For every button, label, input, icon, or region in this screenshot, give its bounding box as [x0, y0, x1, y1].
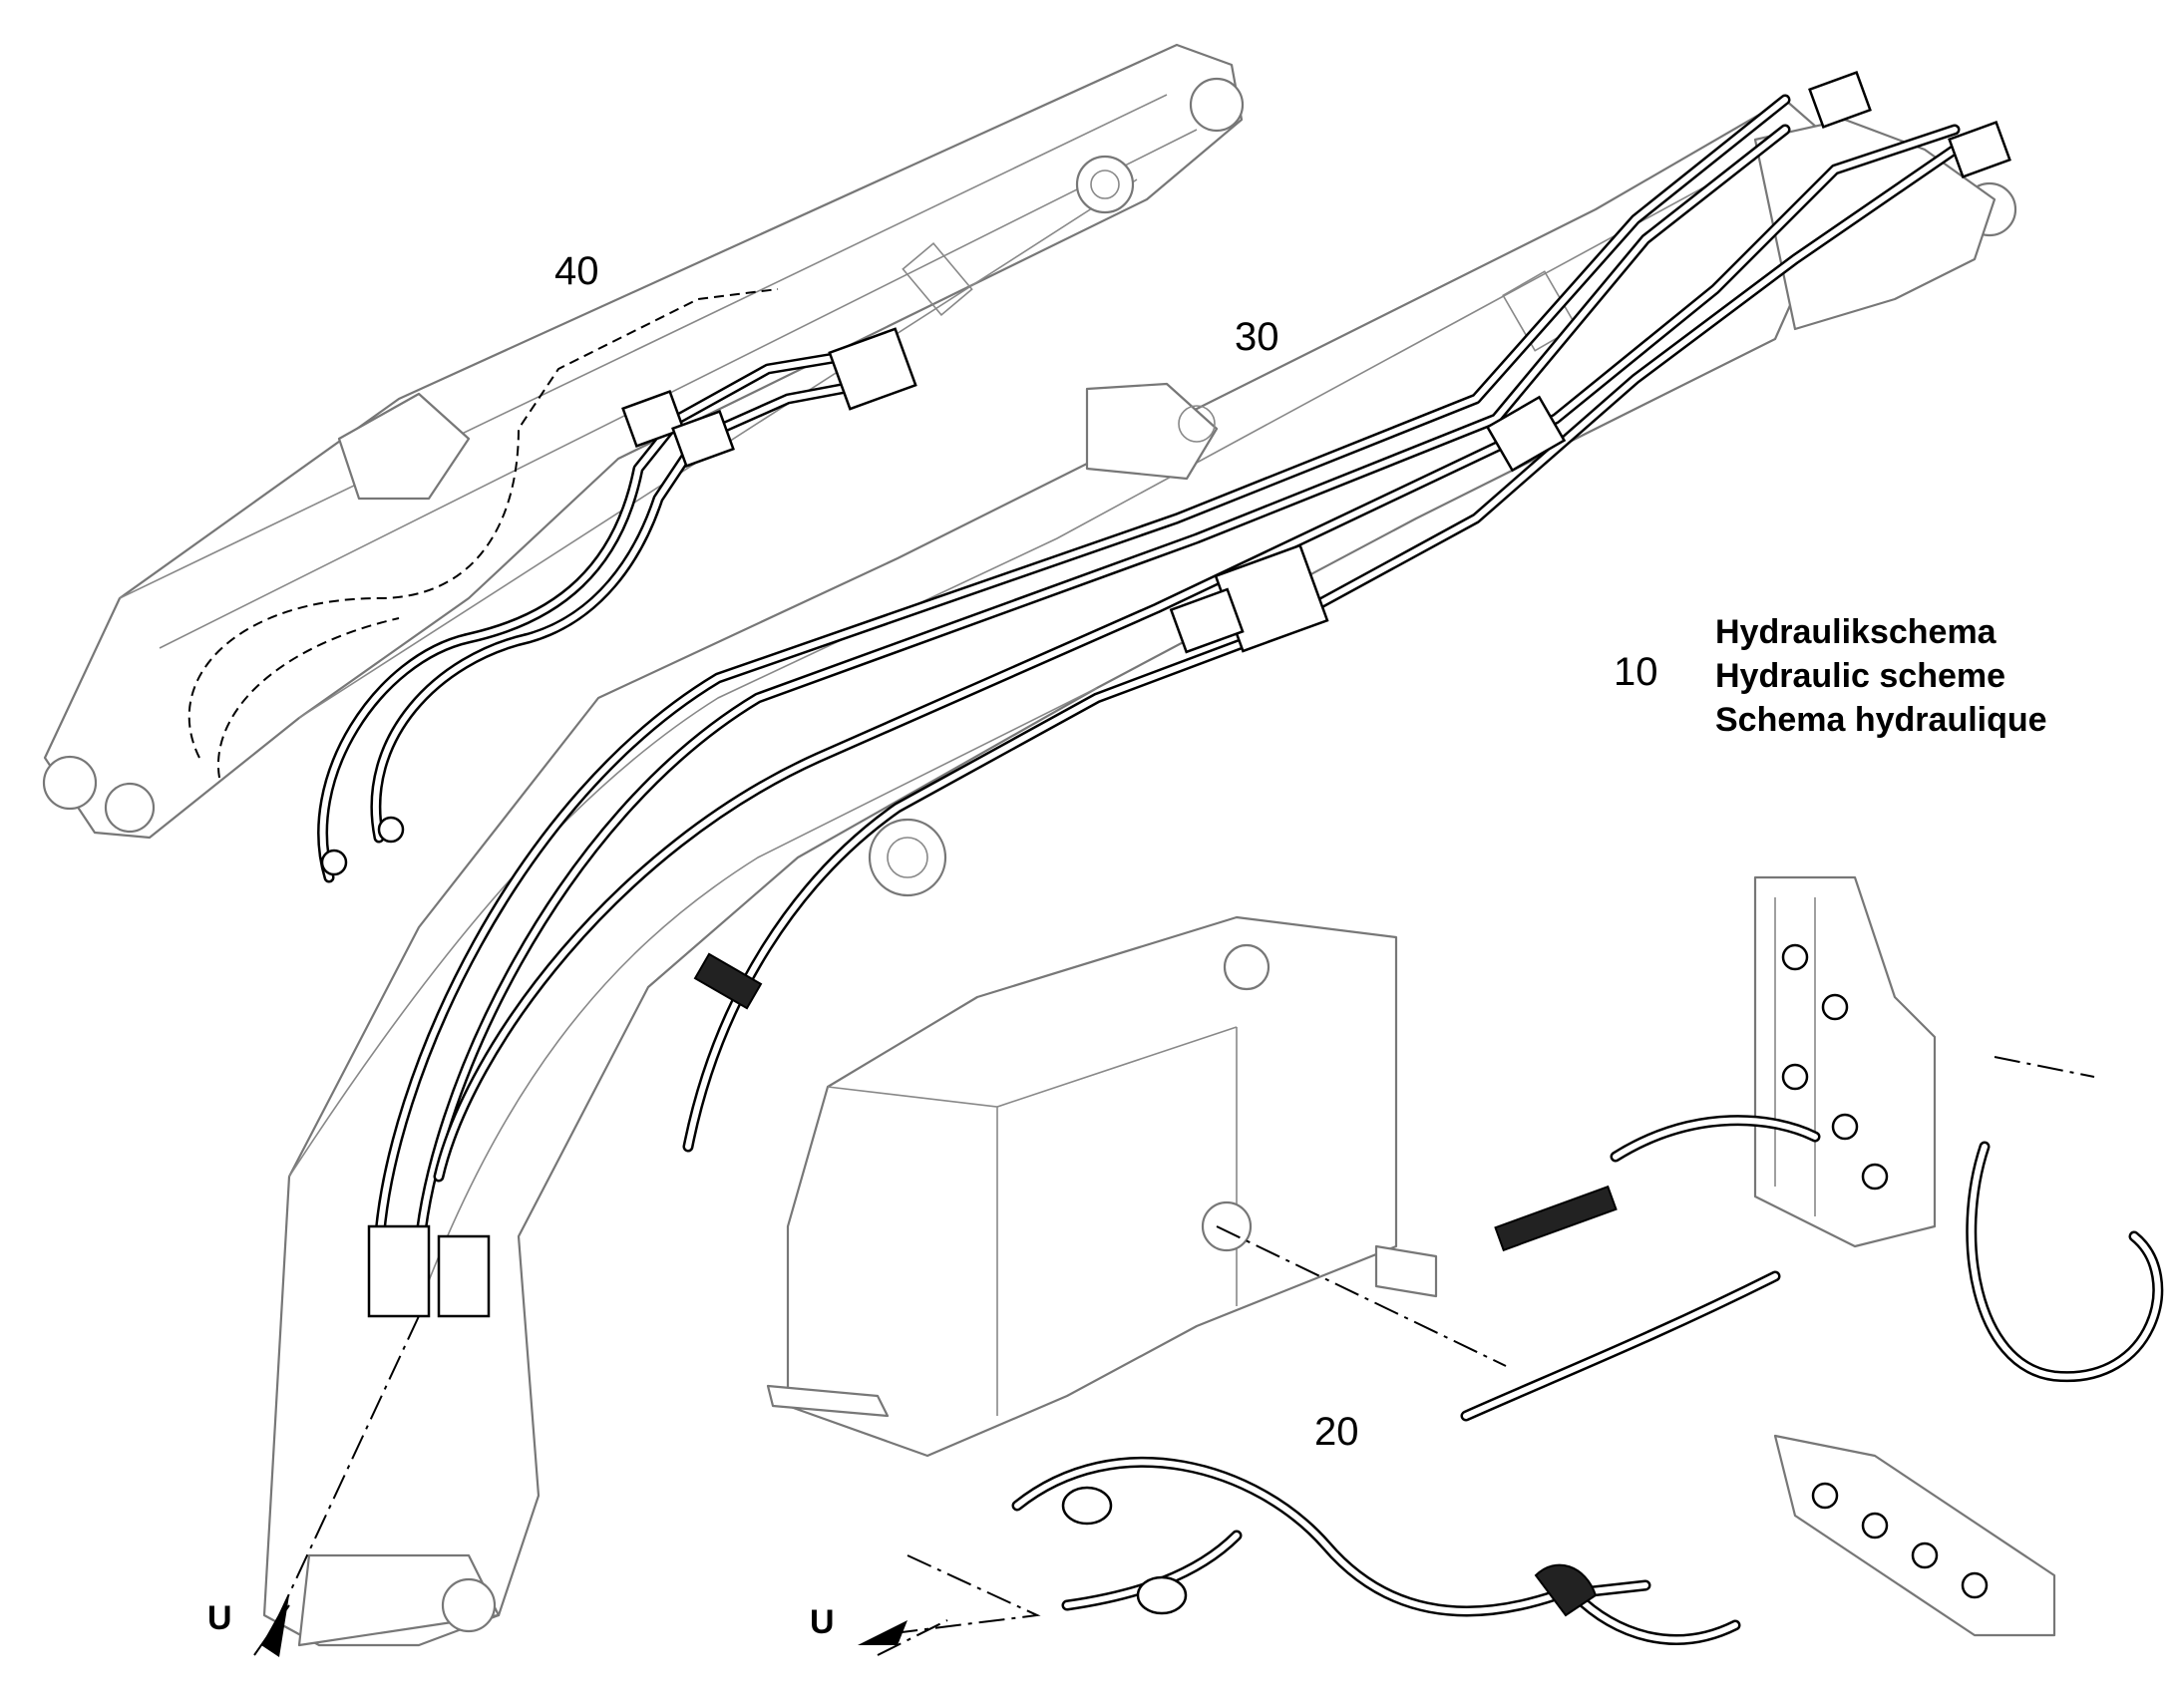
- legend-line-de: Hydraulikschema: [1715, 613, 1997, 651]
- callout-40: 40: [554, 249, 599, 293]
- arrow-left-head-icon: [261, 1595, 289, 1657]
- callout-10: 10: [1614, 650, 1658, 694]
- direction-arrows: [253, 1595, 948, 1657]
- lower-hose-assembly: [877, 1270, 2056, 1645]
- frame-unit-outline: [766, 915, 1507, 1458]
- legend-line-en: Hydraulic scheme: [1715, 657, 2006, 695]
- main-boom-hoses: [278, 71, 2011, 1616]
- legend-line-fr: Schema hydraulique: [1715, 701, 2047, 739]
- upper-boom-hoses: [187, 288, 917, 883]
- arrow-label-left: U: [207, 1599, 232, 1637]
- control-valve-block: [1374, 875, 2164, 1383]
- arrow-right-head-icon: [858, 1620, 908, 1645]
- arrow-label-right: U: [810, 1603, 835, 1641]
- legend: Hydraulikschema Hydraulic scheme Schema …: [1715, 610, 2047, 742]
- callout-20: 20: [1314, 1410, 1359, 1454]
- callout-30: 30: [1235, 315, 1279, 359]
- main-boom-outline: [262, 98, 2017, 1647]
